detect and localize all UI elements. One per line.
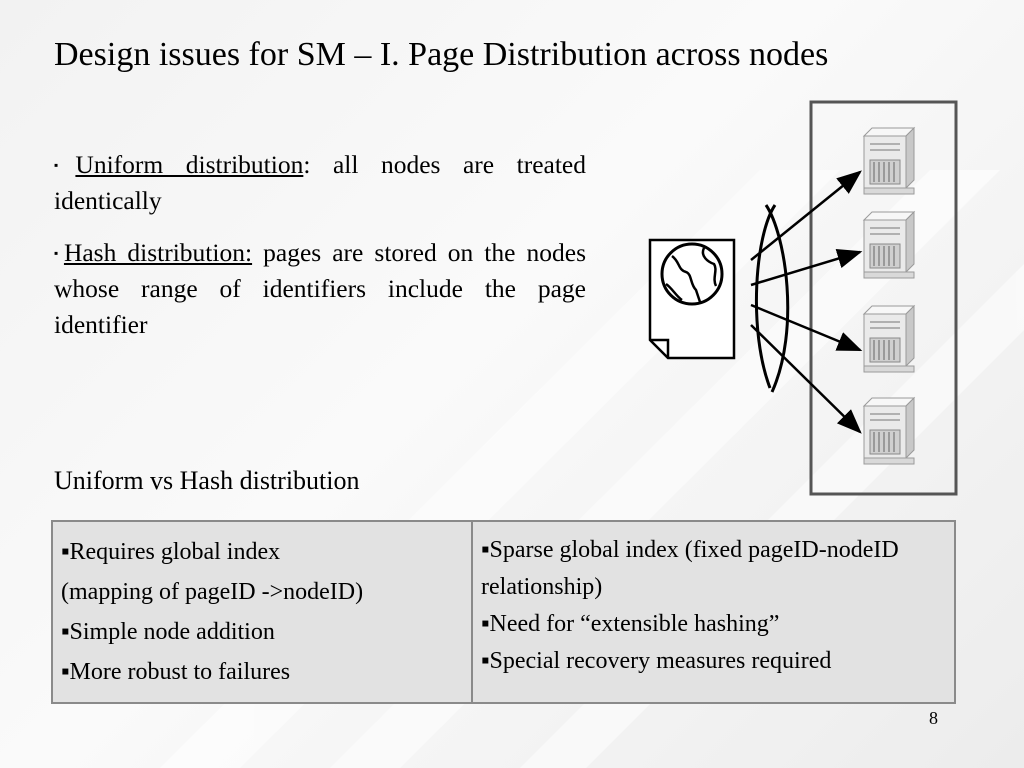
term-uniform-distribution: Uniform distribution [75, 150, 304, 179]
web-page-globe-icon [648, 238, 736, 360]
bullet-marker: ▪ [54, 246, 63, 260]
list-item: ▪Special recovery measures required [481, 648, 832, 674]
bullet-marker: ▪ [54, 158, 75, 172]
term-hash-distribution: Hash distribution: [63, 238, 253, 267]
distribution-diagram [648, 100, 958, 496]
server-tower-icon [863, 397, 915, 465]
list-item: ▪Sparse global index (fixed pageID-nodeI… [481, 537, 899, 600]
page-number: 8 [929, 708, 938, 728]
list-item: ▪More robust to failures [61, 659, 291, 685]
distribution-bracket-right [764, 204, 790, 393]
arrow-to-node-2 [750, 248, 863, 287]
server-tower-icon [863, 211, 915, 279]
distribution-bracket-left [754, 204, 777, 389]
uniform-column: ▪Requires global index (mapping of pageI… [51, 520, 473, 704]
list-item: (mapping of pageID ->nodeID) [61, 579, 364, 605]
list-item: ▪Need for “extensible hashing” [481, 611, 780, 637]
list-item: ▪Simple node addition [61, 619, 275, 645]
table-row: ▪Requires global index (mapping of pageI… [51, 520, 956, 704]
bullet-uniform: ▪Uniform distribution: all nodes are tre… [54, 147, 586, 219]
bullet-hash-text: pages are stored on the nodes whose rang… [54, 238, 586, 339]
server-tower-icon [863, 305, 915, 373]
list-item: ▪Requires global index [61, 539, 281, 565]
bullet-uniform-text: : all nodes are treated identically [54, 150, 586, 215]
arrow-to-node-3 [750, 303, 863, 352]
slide-title: Design issues for SM – I. Page Distribut… [54, 36, 829, 73]
arrow-to-node-4 [750, 324, 862, 434]
arrow-to-node-1 [750, 170, 862, 261]
bullet-hash: ▪Hash distribution: pages are stored on … [54, 235, 586, 343]
node-cluster-frame [809, 100, 958, 496]
comparison-table: ▪Requires global index (mapping of pageI… [51, 520, 956, 704]
comparison-heading: Uniform vs Hash distribution [54, 466, 360, 495]
hash-column: ▪Sparse global index (fixed pageID-nodeI… [471, 520, 956, 704]
server-tower-icon [863, 127, 915, 195]
bullet-list: ▪Uniform distribution: all nodes are tre… [54, 147, 586, 359]
